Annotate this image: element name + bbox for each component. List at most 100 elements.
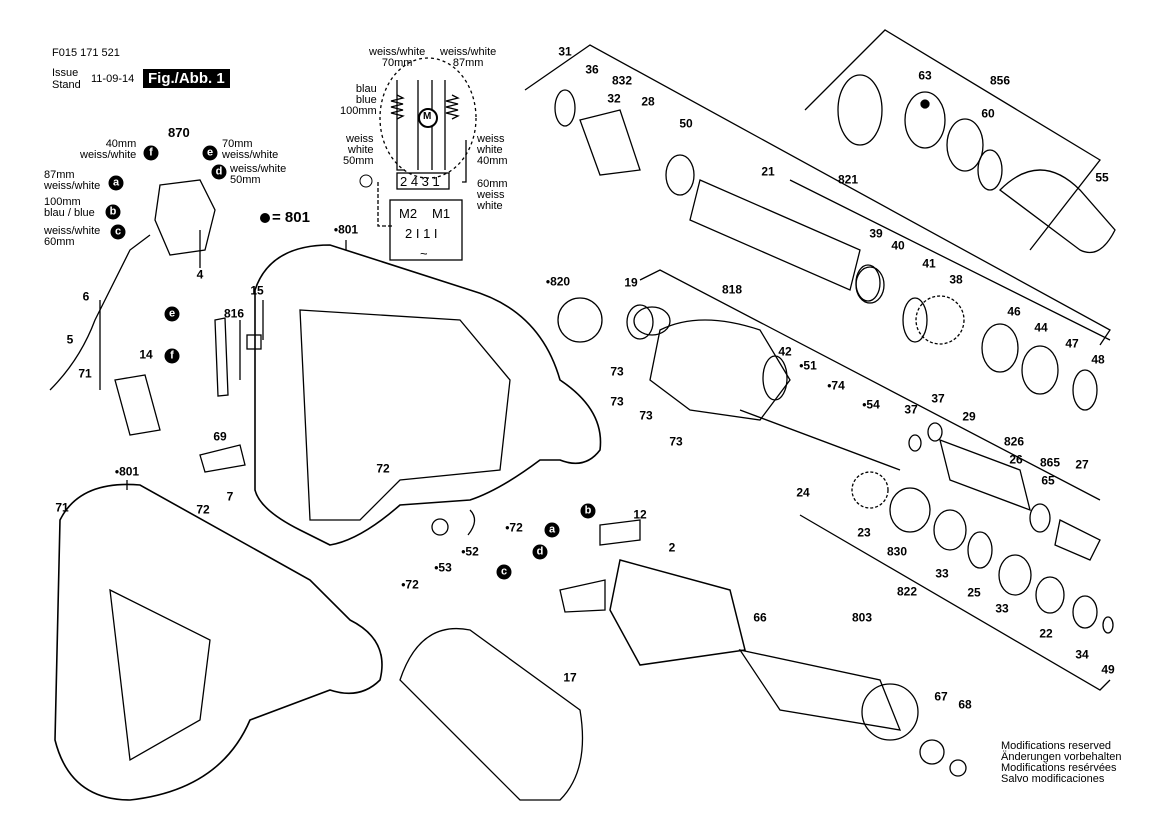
gear-housing: [649, 319, 791, 421]
part-number-label: 65: [1041, 473, 1055, 488]
part-number-label: •801: [333, 222, 359, 237]
cord: [49, 234, 151, 391]
part-number-label: 27: [1075, 457, 1089, 472]
dot-note: = 801: [272, 209, 310, 226]
part-number-label: 40: [891, 238, 905, 253]
part-number-label: 73: [610, 394, 624, 409]
leader-frame-gear: [639, 269, 1101, 501]
part-number-label: 68: [958, 697, 972, 712]
part-number-label: 24: [796, 485, 810, 500]
part-number-label: •820: [545, 274, 571, 289]
part-number-label: 17: [563, 670, 577, 685]
wire-letter-marker: c: [110, 224, 126, 240]
schematic-white-40: weiss white 40mm: [477, 133, 508, 167]
part-number-label: 33: [935, 566, 949, 581]
part-number-label: 72: [196, 502, 210, 517]
gear-38: [915, 295, 965, 345]
modifications-line: Modifications reserved: [1001, 740, 1112, 752]
figure-label: Fig./Abb. 1: [143, 69, 230, 88]
part-number-label: •52: [461, 544, 479, 559]
motor-symbol: [418, 108, 438, 128]
wire-letter-marker: e: [164, 306, 180, 322]
leader-frame-right: [789, 179, 1111, 341]
modifications-note: Modifications reserved Änderungen vorbeh…: [1001, 741, 1121, 785]
stand-label: Stand: [52, 79, 81, 91]
tool-holder: [999, 169, 1116, 254]
wire-letter-marker: f: [164, 348, 180, 364]
schematic-blue: blau blue 100mm: [340, 83, 377, 117]
wire-letter-marker: e: [202, 145, 218, 161]
wire-letter-marker: a: [108, 175, 124, 191]
part-number-label: 830: [886, 544, 908, 559]
part-number-label: 21: [761, 164, 775, 179]
field-housing: [609, 559, 746, 666]
part-number-label: 826: [1003, 434, 1025, 449]
wire-letter-marker: a: [544, 522, 560, 538]
part-number-label: 15: [250, 283, 264, 298]
dot-icon: [260, 213, 270, 223]
part-number-label: 7: [226, 489, 234, 504]
part-number-label: 42: [778, 344, 792, 359]
schematic-lines: [377, 57, 477, 261]
part-number-label: 5: [66, 332, 74, 347]
part-number-label: 47: [1065, 336, 1079, 351]
leader-frame-nose: [804, 29, 1101, 251]
switch-part-number: 870: [168, 125, 190, 140]
wire-a-label: 87mm weiss/white: [44, 169, 101, 192]
wire-letter-marker: b: [105, 204, 121, 220]
wire-b-label: 100mm blau / blue: [44, 196, 95, 219]
part-number-label: 60: [981, 106, 995, 121]
gasket: [399, 628, 584, 801]
part-number-label: 12: [633, 507, 647, 522]
modifications-line: Modifications resérvées: [1001, 762, 1117, 774]
issue-label: Issue: [52, 67, 79, 79]
schematic-white-60: 60mm weiss white: [477, 178, 508, 212]
part-number-label: •74: [827, 378, 845, 393]
wire-c-label: weiss/white 60mm: [44, 225, 101, 248]
part-number-label: 856: [989, 73, 1011, 88]
wire-letter-marker: f: [143, 145, 159, 161]
part-number-label: 39: [869, 226, 883, 241]
part-number-label: 34: [1075, 647, 1089, 662]
part-number-label: 50: [679, 116, 693, 131]
part-number-label: 28: [641, 94, 655, 109]
schematic-top-right: weiss/white 87mm: [440, 46, 497, 69]
terminal-m2: M2: [399, 206, 418, 221]
housing-half: [254, 244, 602, 546]
part-number-label: 55: [1095, 170, 1109, 185]
modifications-line: Änderungen vorbehalten: [1001, 751, 1122, 763]
part-number-label: 37: [904, 402, 918, 417]
wire-letter-marker: d: [211, 164, 227, 180]
part-number-label: 29: [962, 409, 976, 424]
issue-date: 11-09-14: [91, 73, 135, 85]
part-number-label: 865: [1039, 455, 1061, 470]
wire-letter-marker: c: [496, 564, 512, 580]
part-number-label: 67: [934, 689, 948, 704]
wire-e-label: 70mm weiss/white: [222, 138, 279, 161]
housing-shell: [54, 483, 383, 801]
part-number-label: 66: [753, 610, 767, 625]
part-number-label: 71: [55, 500, 69, 515]
part-number-label: 44: [1034, 320, 1048, 335]
part-number-label: 46: [1007, 304, 1021, 319]
ac-symbol: ~: [420, 246, 428, 261]
part-number-label: •72: [401, 577, 419, 592]
part-number-label: 803: [851, 610, 873, 625]
part-number-label: 816: [223, 306, 245, 321]
mains-terminals: 2 I 1 I: [405, 226, 438, 241]
part-number-label: 33: [995, 601, 1009, 616]
motor-label: M: [423, 111, 432, 122]
part-number-label: 4: [196, 267, 204, 282]
spindle: [689, 179, 861, 291]
part-number-label: 2: [668, 540, 676, 555]
part-number-label: •53: [434, 560, 452, 575]
part-number-label: 14: [139, 347, 153, 362]
part-number-label: 41: [922, 256, 936, 271]
part-number-label: 36: [585, 62, 599, 77]
part-number-label: 22: [1039, 626, 1053, 641]
switch: [154, 179, 216, 256]
part-number-label: 32: [607, 91, 621, 106]
part-number-label: 23: [857, 525, 871, 540]
